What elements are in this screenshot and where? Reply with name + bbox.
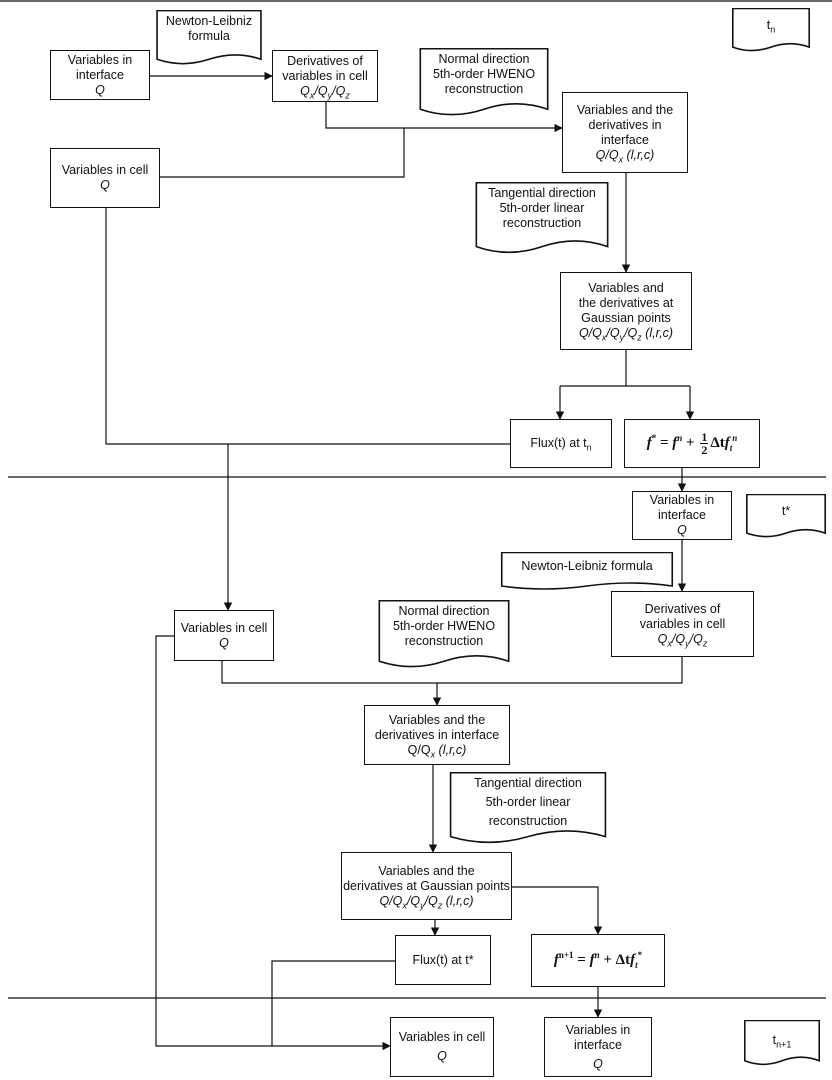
box-gaussian-points-mid: Variables and the derivatives at Gaussia… [341,852,512,920]
box-variables-in-cell-top: Variables in cell Q [50,148,160,208]
box-derivatives-in-cell-top: Derivatives of variables in cell Qx/Qy/Q… [272,50,378,102]
box-gaussian-points-top: Variables and the derivatives at Gaussia… [560,272,692,350]
box-variables-in-cell-bottom: Variables in cell Q [390,1017,494,1077]
arrow-derivs-to-reconstruction [325,102,563,133]
arrow-gauss-to-fn1 [512,886,603,935]
time-marker-tn1: tn+1 [744,1020,820,1068]
line-flux-tstar-to-bottom [271,960,395,1046]
note-newton-leibniz-mid: Newton-Leibniz formula [500,552,674,592]
line-cell-to-flux [105,208,510,445]
box-variables-derivatives-interface-mid: Variables and the derivatives in interfa… [364,705,510,765]
merge-mid-cell-derivs [221,657,683,684]
box-flux-at-tn: Flux(t) at tn [510,419,612,468]
box-variables-in-interface-top: Variables in interface Q [50,50,150,100]
box-formula-fn1: fn+1 = fn + Δtft* [531,934,665,987]
box-derivatives-in-cell-mid: Derivatives of variables in cell Qx/Qy/Q… [611,591,754,657]
box-variables-in-interface-bottom: Variables in interface Q [544,1017,652,1077]
split-gauss-to-outputs [560,350,690,387]
time-marker-tn: tn [732,8,810,54]
time-marker-tstar: t* [746,494,826,540]
box-variables-in-interface-mid: Variables in interface Q [632,491,732,540]
box-variables-derivatives-interface-top: Variables and the derivatives in interfa… [562,92,688,173]
line-cell-to-reconstruction [160,128,405,178]
line-mid-cell-to-bottom [155,635,391,1051]
box-variables-in-cell-mid: Variables in cell Q [174,610,274,661]
box-flux-at-tstar: Flux(t) at t* [395,935,491,985]
